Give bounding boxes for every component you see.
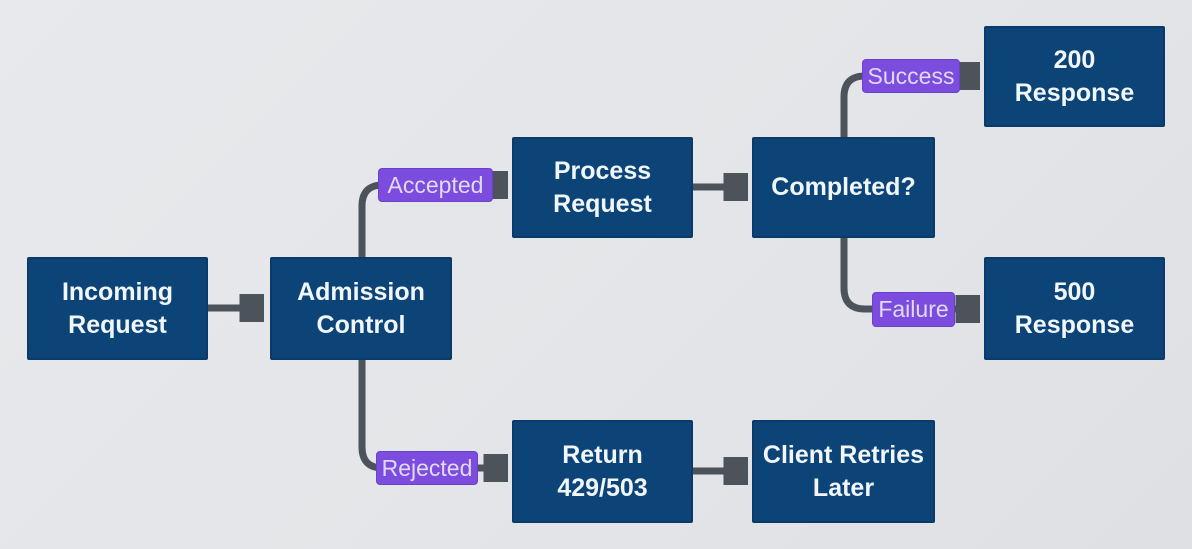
node-process-request: Process Request (512, 137, 693, 238)
node-incoming-request-label: Incoming Request (61, 278, 174, 339)
node-process-request-label: Process Request (553, 157, 652, 218)
node-200-response: 200 Response (984, 26, 1165, 127)
node-200-response-label: 200 Response (1014, 46, 1135, 107)
node-return-429-503-label: Return 429/503 (557, 441, 648, 502)
node-incoming-request: Incoming Request (27, 257, 208, 360)
node-return-429-503: Return 429/503 (512, 420, 693, 523)
edge-completed-to-500 (840, 238, 978, 309)
node-admission-control-label: Admission Control (297, 278, 425, 339)
edge-label-success: Success (862, 59, 960, 93)
node-client-retries-later: Client Retries Later (752, 420, 935, 523)
edge-label-accepted: Accepted (378, 168, 493, 202)
node-completed-decision-label: Completed? (771, 173, 916, 202)
node-completed-decision: Completed? (752, 137, 935, 238)
edge-label-failure: Failure (872, 292, 955, 327)
node-500-response-label: 500 Response (1014, 278, 1135, 339)
node-admission-control: Admission Control (270, 257, 452, 360)
node-client-retries-later-label: Client Retries Later (762, 441, 925, 502)
edge-label-rejected: Rejected (376, 451, 478, 485)
node-500-response: 500 Response (984, 257, 1165, 360)
